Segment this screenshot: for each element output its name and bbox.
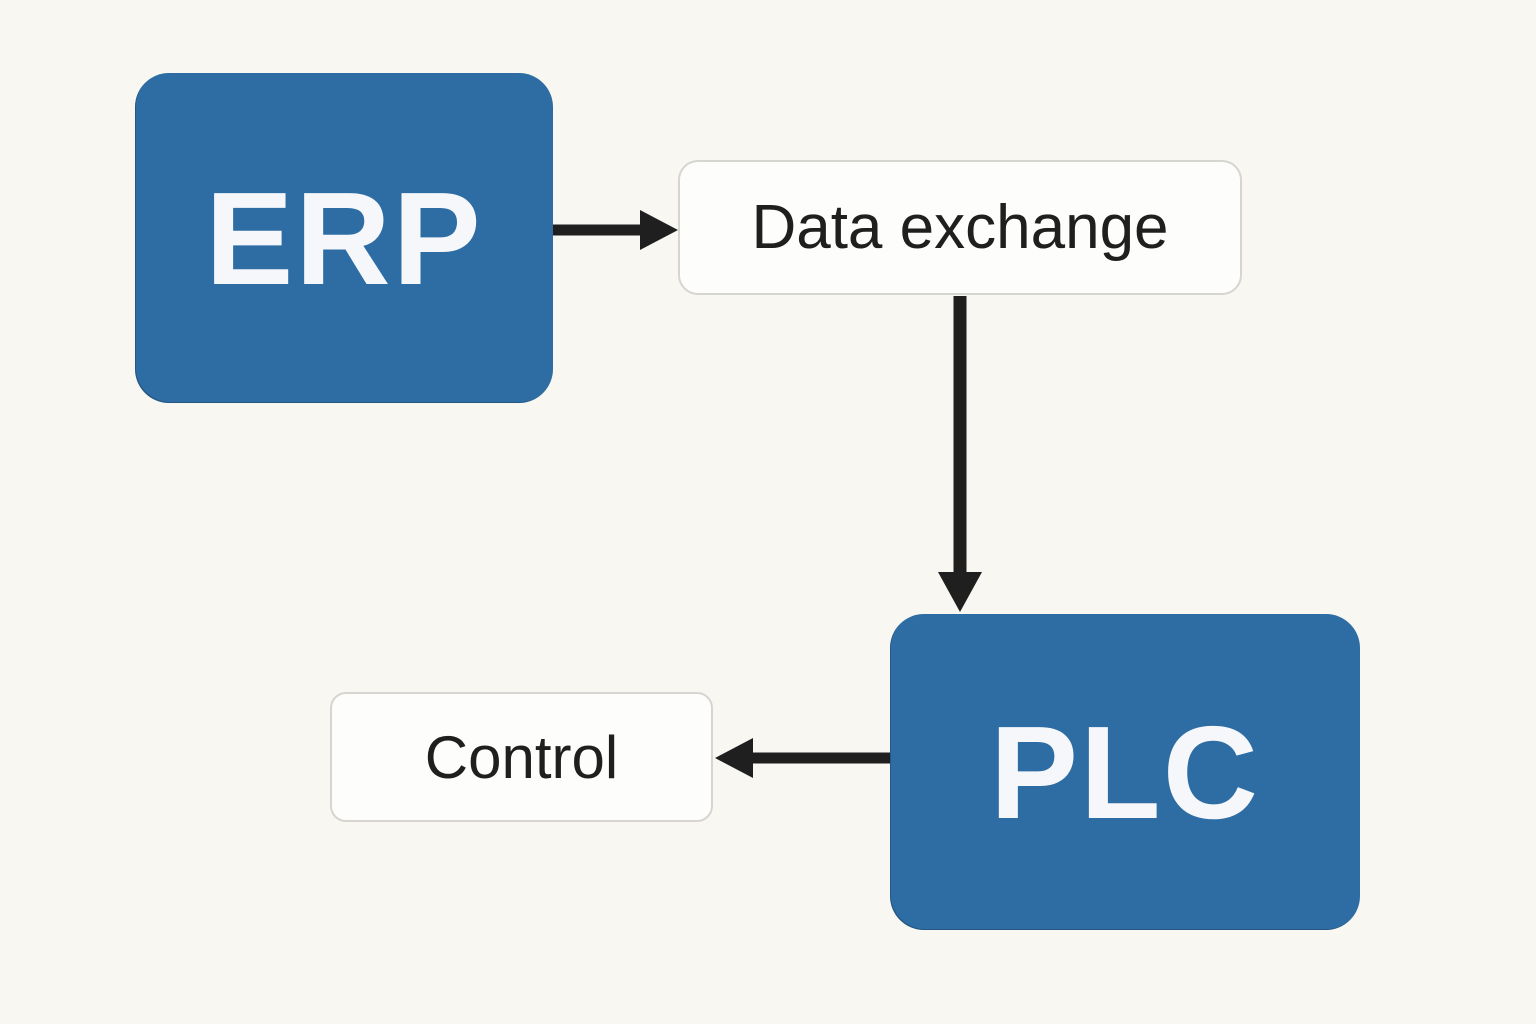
node-data-exchange: Data exchange: [678, 160, 1242, 295]
node-control: Control: [330, 692, 713, 822]
node-control-label: Control: [424, 723, 619, 791]
arrowhead-right-icon: [640, 210, 678, 250]
node-plc: PLC: [890, 614, 1360, 930]
edge-plc-to-control: [715, 738, 890, 778]
node-erp-label: ERP: [205, 164, 483, 312]
node-data-exchange-label: Data exchange: [751, 193, 1169, 262]
arrowhead-down-icon: [938, 572, 982, 612]
arrowhead-left-icon: [715, 738, 753, 778]
edge-erp-to-data-exchange: [553, 210, 678, 250]
node-erp: ERP: [135, 73, 553, 403]
node-plc-label: PLC: [990, 698, 1260, 846]
edge-data-exchange-to-plc: [938, 296, 982, 612]
